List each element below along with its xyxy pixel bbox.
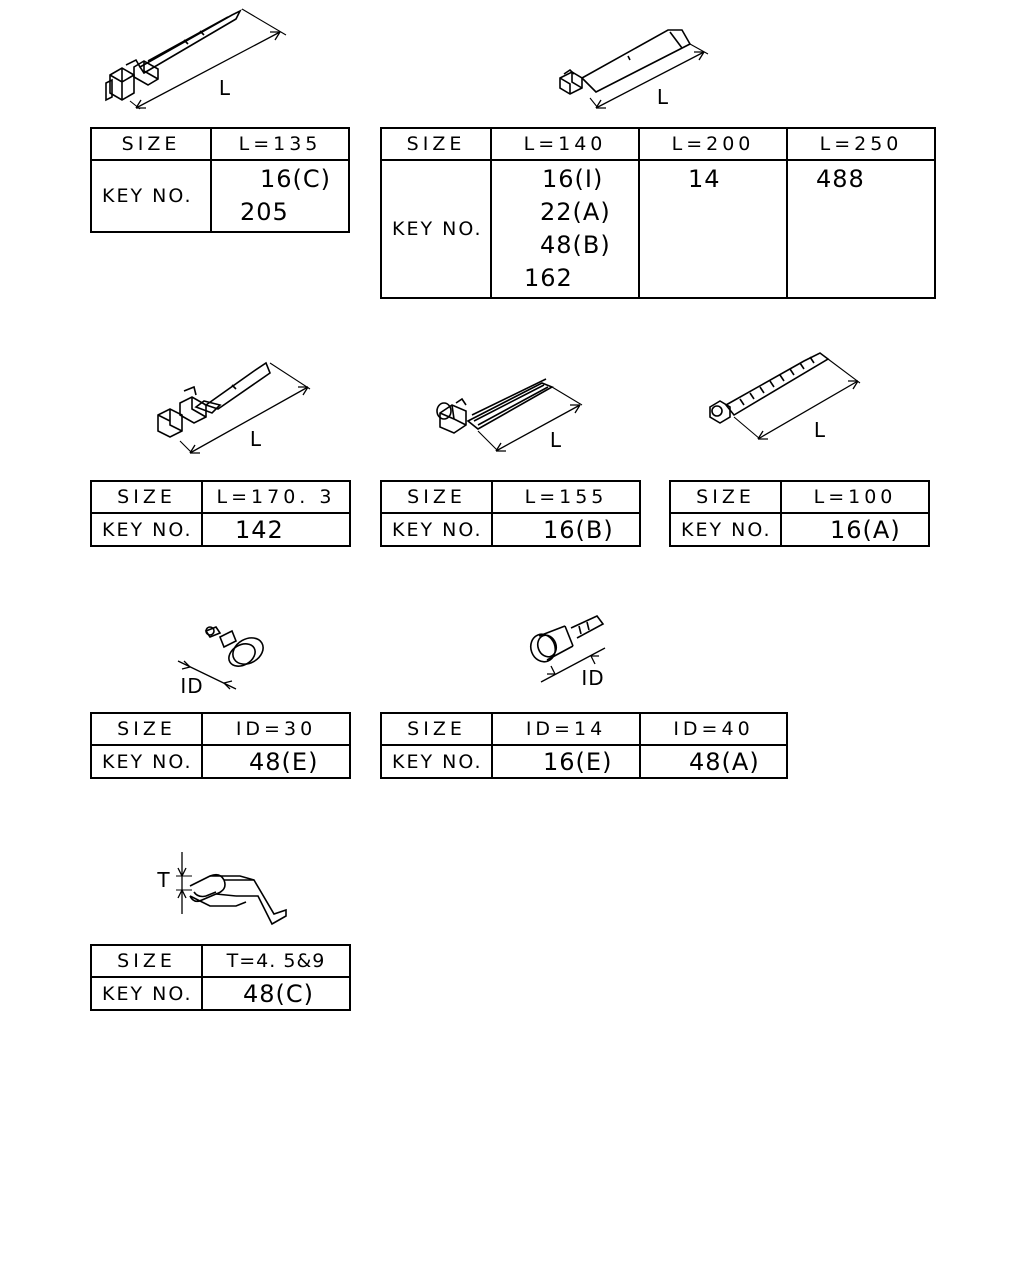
strap-135-drawing <box>100 5 300 120</box>
dimension-l-label: L <box>218 76 232 100</box>
key-no-label: KEY NO. <box>90 159 212 233</box>
dimension-l-label: L <box>656 85 670 109</box>
clip-30-drawing <box>170 615 280 700</box>
size-header: SIZE <box>380 480 493 514</box>
size-value: L=200 <box>638 127 788 161</box>
clip-14-40-table: SIZE ID=14 ID=40 KEY NO. 16(E) 48(A) <box>380 712 788 779</box>
key-number: 16(C) <box>260 165 332 193</box>
dimension-l-label: L <box>813 418 827 442</box>
strap-140-250-figure: L <box>550 20 720 115</box>
key-number: 22(A) <box>540 198 611 226</box>
size-value: L=100 <box>780 480 930 514</box>
strap-170-figure: L <box>150 355 320 460</box>
size-header: SIZE <box>90 944 203 978</box>
clamp-t-drawing <box>150 850 295 935</box>
size-value: ID=14 <box>491 712 641 746</box>
dimension-id-label: ID <box>581 666 605 690</box>
size-value: L=170. 3 <box>201 480 351 514</box>
key-number: 488 <box>816 165 865 193</box>
clip-30-table: SIZE ID=30 KEY NO. 48(E) <box>90 712 351 779</box>
key-number: 48(A) <box>639 744 788 779</box>
key-no-label: KEY NO. <box>380 744 493 779</box>
key-number: 16(E) <box>491 744 641 779</box>
key-number: 48(B) <box>540 231 611 259</box>
clip-14-40-figure: ID <box>525 610 625 695</box>
strap-100-drawing <box>700 345 870 445</box>
size-value: L=250 <box>786 127 936 161</box>
key-number: 16(B) <box>491 512 641 547</box>
size-header: SIZE <box>380 127 492 161</box>
key-no-label: KEY NO. <box>90 976 203 1011</box>
dimension-t-label: T <box>157 868 171 892</box>
size-header: SIZE <box>90 712 203 746</box>
clip-30-figure: ID <box>170 615 280 700</box>
size-header: SIZE <box>669 480 782 514</box>
dimension-l-label: L <box>549 428 563 452</box>
size-header: SIZE <box>380 712 493 746</box>
size-value: ID=40 <box>639 712 788 746</box>
size-value: L=155 <box>491 480 641 514</box>
strap-135-figure: L <box>100 5 300 120</box>
clamp-t-table: SIZE T=4. 5&9 KEY NO. 48(C) <box>90 944 351 1011</box>
dimension-id-label: ID <box>180 674 204 698</box>
key-no-label: KEY NO. <box>380 159 492 299</box>
key-no-label: KEY NO. <box>669 512 782 547</box>
strap-155-figure: L <box>430 375 590 460</box>
clip-14-40-drawing <box>525 610 625 695</box>
strap-170-drawing <box>150 355 320 460</box>
key-number: 162 <box>524 264 573 292</box>
strap-100-figure: L <box>700 345 870 445</box>
key-no-label: KEY NO. <box>90 744 203 779</box>
size-header: SIZE <box>90 480 203 514</box>
key-number: 48(C) <box>201 976 351 1011</box>
strap-100-table: SIZE L=100 KEY NO. 16(A) <box>669 480 930 547</box>
strap-155-table: SIZE L=155 KEY NO. 16(B) <box>380 480 641 547</box>
key-number: 142 <box>201 512 351 547</box>
strap-140-250-drawing <box>550 20 720 115</box>
strap-140-250-table: SIZE L=140 L=200 L=250 KEY NO. 16(I) 22(… <box>380 127 936 299</box>
clamp-t-figure: T <box>150 850 295 935</box>
key-no-label: KEY NO. <box>90 512 203 547</box>
key-number: 14 <box>688 165 721 193</box>
size-value: T=4. 5&9 <box>201 944 351 978</box>
key-number: 16(A) <box>780 512 930 547</box>
key-number: 16(I) <box>542 165 604 193</box>
key-no-label: KEY NO. <box>380 512 493 547</box>
dimension-l-label: L <box>249 427 263 451</box>
strap-135-table: SIZE L=135 KEY NO. 16(C) 205 <box>90 127 350 233</box>
key-number: 48(E) <box>201 744 351 779</box>
key-number: 205 <box>240 198 289 226</box>
size-value: L=140 <box>490 127 640 161</box>
size-value: L=135 <box>210 127 350 161</box>
strap-155-drawing <box>430 375 590 460</box>
size-value: ID=30 <box>201 712 351 746</box>
size-header: SIZE <box>90 127 212 161</box>
strap-170-table: SIZE L=170. 3 KEY NO. 142 <box>90 480 351 547</box>
